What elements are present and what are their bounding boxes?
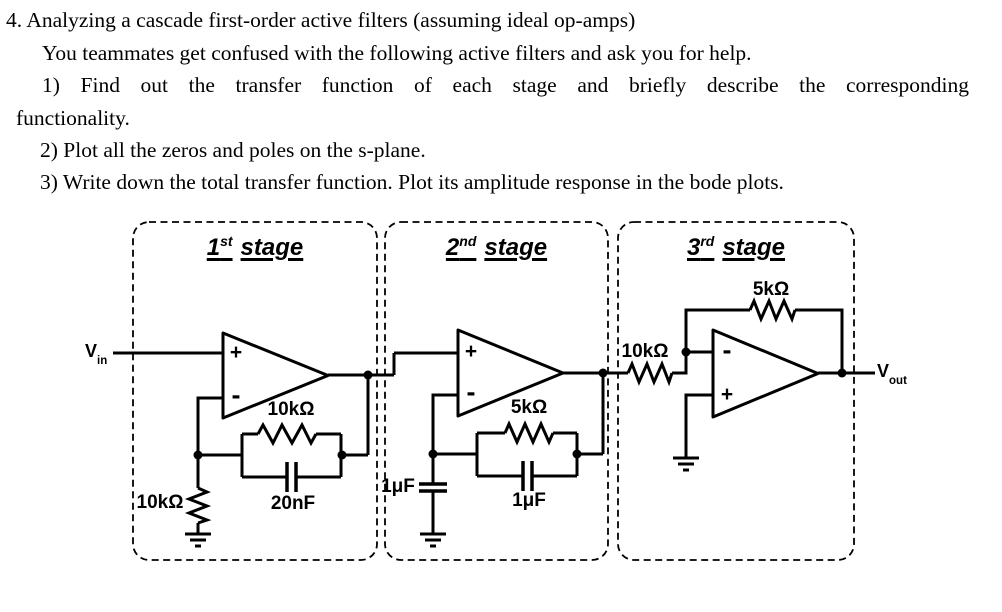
stage3-title-word: stage bbox=[722, 234, 786, 261]
stage2-title-num: 2 bbox=[445, 234, 460, 261]
stage1-title-word: stage bbox=[240, 234, 304, 261]
problem-line-6: 3) Write down the total transfer functio… bbox=[40, 170, 784, 194]
stage2-shunt-capacitor-label: 1μF bbox=[381, 476, 415, 497]
stage1-opamp bbox=[221, 331, 330, 420]
vin-label: Vin bbox=[85, 341, 108, 367]
stage1-circuit bbox=[113, 331, 458, 548]
vin-sub: in bbox=[97, 354, 108, 367]
stage2-ground-symbol bbox=[420, 532, 446, 548]
stage1-junction-dots bbox=[193, 370, 373, 460]
stage2-feedback-capacitor-label: 1μF bbox=[512, 490, 546, 511]
stage2-opamp bbox=[456, 328, 565, 418]
stage2-plus-sign: + bbox=[464, 340, 478, 363]
problem-line-1: 4. Analyzing a cascade first-order activ… bbox=[6, 8, 636, 32]
stage2-feedback-resistor-symbol bbox=[503, 420, 555, 446]
stage1-minus-sign: - bbox=[231, 380, 241, 410]
stage3-box bbox=[617, 221, 855, 561]
stage3-plus-sign: + bbox=[720, 383, 734, 406]
problem-line-5: 2) Plot all the zeros and poles on the s… bbox=[40, 138, 426, 162]
vout-label: Vout bbox=[877, 361, 907, 387]
stage1-feedback-resistor-label: 10kΩ bbox=[267, 399, 315, 420]
stage3-input-resistor-symbol bbox=[626, 360, 674, 387]
stage3-feedback-resistor-symbol bbox=[748, 297, 797, 324]
stage1-ground-resistor-symbol bbox=[184, 486, 212, 525]
stage2-feedback-resistor-label: 5kΩ bbox=[510, 397, 548, 418]
stage2-title-sup: nd bbox=[459, 233, 477, 249]
stage1-feedback-capacitor-symbol bbox=[285, 462, 298, 492]
vin-base: V bbox=[85, 341, 98, 361]
stage3-title-sup: rd bbox=[700, 233, 715, 249]
problem-line-4: functionality. bbox=[16, 106, 130, 130]
stage2-minus-sign: - bbox=[466, 377, 476, 407]
stage3-ground-symbol bbox=[673, 456, 699, 472]
stage1-plus-sign: + bbox=[229, 341, 243, 364]
stage3-title-num: 3 bbox=[686, 234, 701, 261]
stage1-box bbox=[132, 221, 378, 561]
stage3-circuit bbox=[603, 297, 875, 472]
problem-line-3: 1) Find out the transfer function of eac… bbox=[42, 73, 969, 97]
stage1-feedback-resistor-symbol bbox=[256, 421, 318, 447]
stage-boxes bbox=[132, 221, 855, 561]
stage1-title-num: 1 bbox=[206, 234, 221, 261]
stage1-ground-resistor-label: 10kΩ bbox=[136, 492, 184, 513]
stage1-feedback-capacitor-label: 20nF bbox=[270, 493, 316, 514]
stage2-feedback-capacitor-symbol bbox=[521, 461, 534, 491]
stage2-box bbox=[384, 221, 609, 561]
stage3-wires bbox=[603, 308, 875, 458]
stage2-circuit bbox=[419, 328, 628, 548]
stage3-minus-sign: - bbox=[722, 335, 732, 365]
vout-sub: out bbox=[889, 374, 907, 387]
stage1-ground-symbol bbox=[185, 532, 211, 548]
stage2-shunt-capacitor-symbol bbox=[419, 482, 447, 493]
stage3-input-resistor-label: 10kΩ bbox=[621, 341, 669, 362]
stage1-title-sup: st bbox=[220, 233, 233, 249]
stage3-feedback-resistor-label: 5kΩ bbox=[752, 279, 790, 300]
stage2-title-word: stage bbox=[484, 234, 548, 261]
stage3-junction-dots bbox=[681, 347, 847, 378]
stage3-opamp bbox=[711, 328, 820, 419]
problem-line-2: You teammates get confused with the foll… bbox=[42, 41, 752, 65]
stage1-wires bbox=[113, 351, 458, 534]
vout-base: V bbox=[877, 361, 890, 381]
